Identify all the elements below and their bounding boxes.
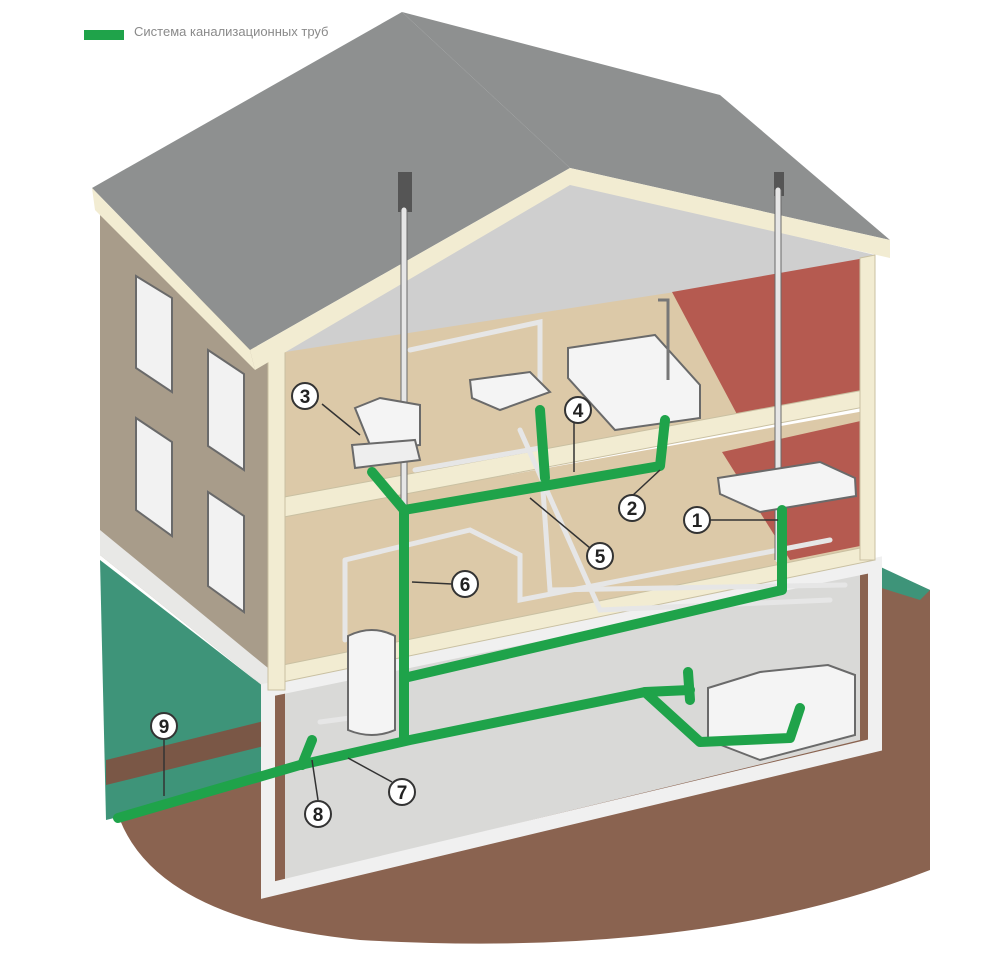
roof-left <box>92 12 570 350</box>
callout-number: 2 <box>627 499 638 520</box>
vent-stacks <box>398 172 784 212</box>
callout-9: 9 <box>150 712 178 740</box>
water-heater <box>347 629 396 736</box>
callout-1: 1 <box>683 506 711 534</box>
sewer-pipes <box>113 405 805 823</box>
callout-7: 7 <box>388 778 416 806</box>
shower-head-pipe <box>658 298 670 380</box>
roof-right <box>402 12 890 240</box>
callout-circle <box>304 800 332 828</box>
callout-leaders <box>163 403 778 801</box>
callout-circle <box>683 506 711 534</box>
callout-number: 8 <box>313 805 324 826</box>
roof-edge-left <box>92 188 255 370</box>
red-wall-upper <box>672 258 865 420</box>
callout-circle <box>291 382 319 410</box>
callout-circle <box>564 396 592 424</box>
callout-3: 3 <box>291 382 319 410</box>
basement-back <box>285 560 860 880</box>
callout-2: 2 <box>618 494 646 522</box>
windows <box>135 274 245 614</box>
callout-circle <box>150 712 178 740</box>
ground-strip <box>106 720 268 785</box>
callout-number: 5 <box>595 547 606 568</box>
callout-5: 5 <box>586 542 614 570</box>
callouts: 1 2 3 4 5 6 7 8 9 <box>150 382 711 828</box>
callout-number: 1 <box>692 511 703 532</box>
callout-8: 8 <box>304 800 332 828</box>
legend: Система канализационных труб <box>84 24 334 40</box>
legend-swatch <box>84 30 124 40</box>
callout-circle <box>586 542 614 570</box>
callout-circle <box>388 778 416 806</box>
lower-sink <box>716 460 858 514</box>
callout-6: 6 <box>451 570 479 598</box>
callout-number: 7 <box>397 783 408 804</box>
callout-number: 6 <box>460 575 471 596</box>
roof-edge-front <box>250 168 890 370</box>
callout-number: 3 <box>300 387 311 408</box>
left-wall-base <box>100 530 268 690</box>
legend-text: Система канализационных труб <box>134 24 329 39</box>
callout-circle <box>451 570 479 598</box>
upper-sink <box>468 370 552 412</box>
grass-right <box>870 562 930 600</box>
callout-circle <box>618 494 646 522</box>
callout-number: 4 <box>573 401 584 422</box>
callout-4: 4 <box>564 396 592 424</box>
floor-1-back <box>285 410 870 668</box>
callout-number: 9 <box>159 717 170 738</box>
floor-slabs <box>267 254 876 691</box>
